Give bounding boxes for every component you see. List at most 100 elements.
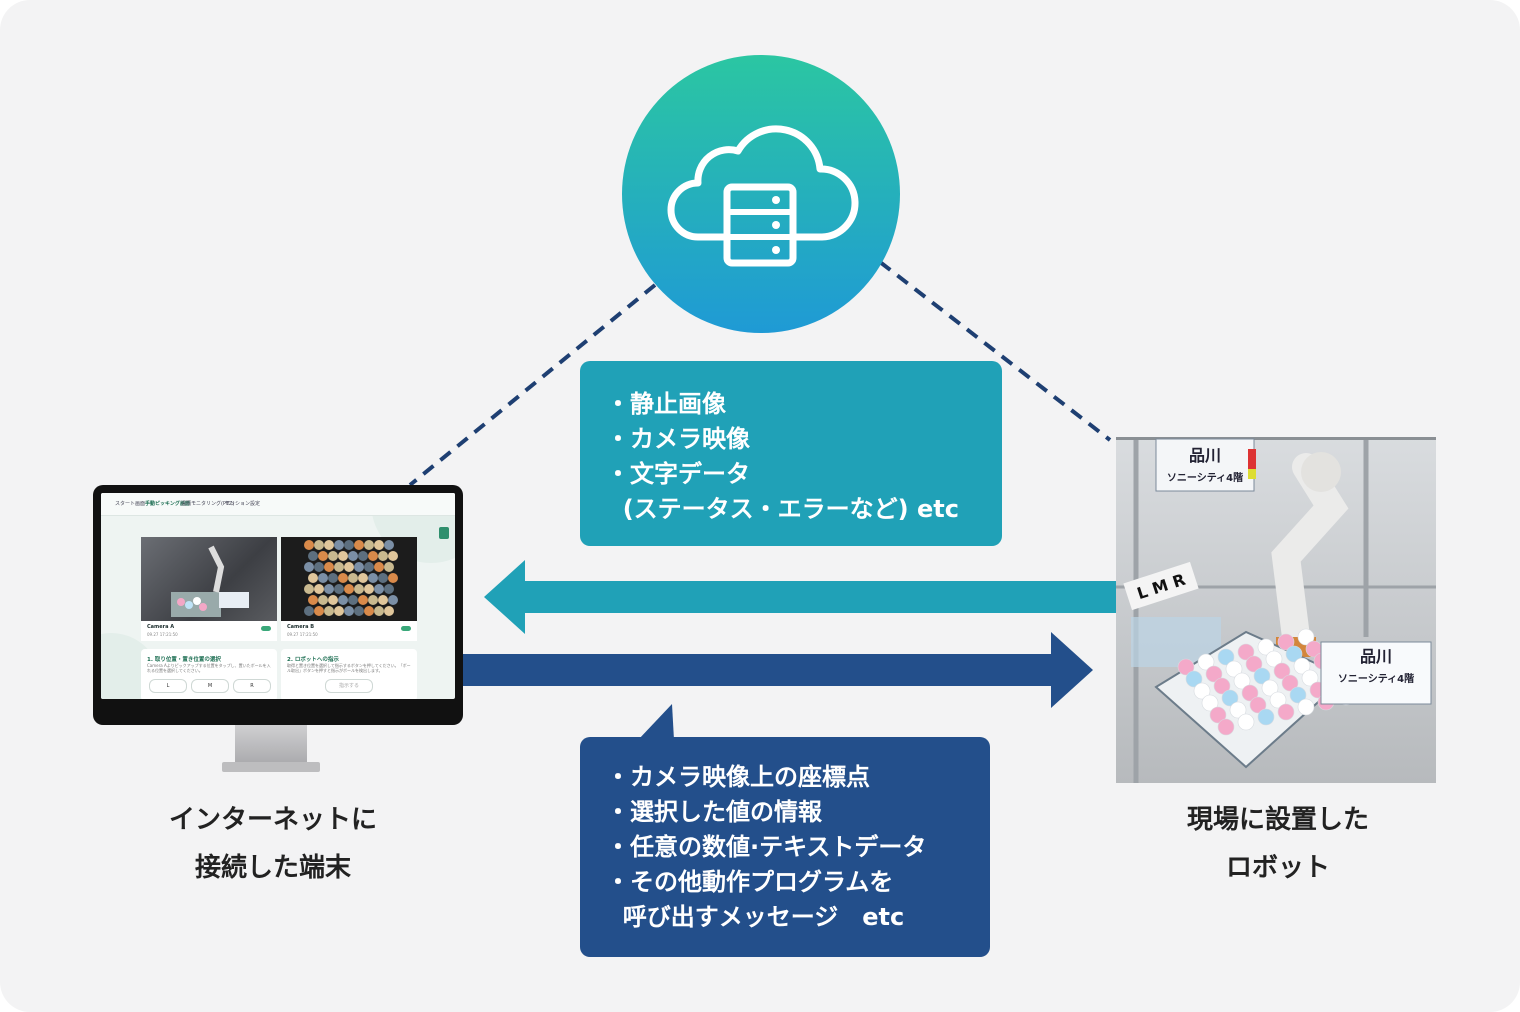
screen-tab[interactable]: セッション設定 <box>225 501 261 507</box>
ball-mark <box>348 551 358 561</box>
ball-mark <box>1273 662 1291 680</box>
ball-mark <box>314 540 324 550</box>
instruct-button[interactable]: 指示する <box>325 679 373 693</box>
position-l-button[interactable]: L <box>149 679 187 693</box>
ball-mark <box>1201 694 1219 712</box>
ball-mark <box>1253 667 1271 685</box>
ball-mark <box>1193 682 1211 700</box>
ball-mark <box>368 595 378 605</box>
robot-instruction-panel: 2. ロボットへの指示 取得と置き位置を選択して指示するボタンを押してください。… <box>281 649 417 699</box>
position-r-button[interactable]: R <box>233 679 271 693</box>
ball-mark <box>338 551 348 561</box>
ball-mark <box>374 540 384 550</box>
ball-mark <box>334 606 344 616</box>
ball-mark <box>1297 628 1315 646</box>
camera-b-view[interactable] <box>281 537 417 621</box>
ball-mark <box>308 551 318 561</box>
position-m-button[interactable]: M <box>191 679 229 693</box>
ball-mark <box>1241 684 1259 702</box>
ball-mark <box>364 606 374 616</box>
panel-title: 2. ロボットへの指示 <box>287 657 339 663</box>
ball-mark <box>304 584 314 594</box>
ball-mark <box>348 573 358 583</box>
ball-mark <box>1217 648 1235 666</box>
ball-mark <box>374 584 384 594</box>
camera-b-toggle[interactable] <box>401 626 411 631</box>
ball-mark <box>374 562 384 572</box>
robot-scene: 品川 ソニーシティ4階 L M R 品川 ソニーシティ4階 <box>1116 437 1436 783</box>
camera-b-name: Camera B <box>287 624 315 630</box>
camera-a-time: 09.27 17:21:50 <box>147 632 178 637</box>
ball-mark <box>1217 718 1235 736</box>
terminal-label: インターネットに 接続した端末 <box>93 796 453 892</box>
clipboard-icon[interactable] <box>439 527 449 539</box>
ball-mark <box>354 562 364 572</box>
ball-mark <box>364 540 374 550</box>
ball-mark <box>1177 658 1195 676</box>
panel-title: 1. 取り位置・置き位置の選択 <box>147 657 221 663</box>
screen-tab[interactable]: 遠隔モニタリング(PTZ) <box>181 501 235 507</box>
ball-pit <box>1177 628 1355 736</box>
ball-mark <box>344 562 354 572</box>
camera-b-caption: Camera B 09.27 17:21:50 <box>281 621 417 641</box>
ball-mark <box>338 573 348 583</box>
ball-mark <box>1261 679 1279 697</box>
dashed-line-right <box>878 260 1112 442</box>
robot-label-line2: ロボット <box>1225 853 1330 883</box>
sign-right-sub: ソニーシティ4階 <box>1338 672 1414 685</box>
ball-mark <box>354 606 364 616</box>
camera-a-caption: Camera A 09.27 17:21:50 <box>141 621 277 641</box>
ball-mark <box>384 606 394 616</box>
ball-mark <box>1185 670 1203 688</box>
upstream-item: ・選択した値の情報 <box>606 798 822 826</box>
downstream-item: ・カメラ映像 <box>606 425 750 453</box>
ball-mark <box>384 584 394 594</box>
ball-mark <box>304 606 314 616</box>
ball-mark <box>344 540 354 550</box>
upstream-data-box: ・カメラ映像上の座標点 ・選択した値の情報 ・任意の数値·テキストデータ ・その… <box>580 737 990 957</box>
ball-mark <box>1233 672 1251 690</box>
ball-mark <box>358 595 368 605</box>
ball-mark <box>1249 696 1267 714</box>
ball-mark <box>314 562 324 572</box>
sign-top-title: 品川 <box>1189 446 1221 465</box>
ball-mark <box>314 606 324 616</box>
ball-mark <box>328 551 338 561</box>
camera-b-time: 09.27 17:21:50 <box>287 632 318 637</box>
ball-mark <box>328 573 338 583</box>
ball-mark <box>388 595 398 605</box>
ball-mark <box>308 595 318 605</box>
upstream-item: ・その他動作プログラムを <box>606 868 894 896</box>
upstream-item: 呼び出すメッセージ etc <box>606 903 905 931</box>
screen-tab-active[interactable]: 手動ピッキング画面 <box>145 501 190 507</box>
ball-mark <box>1265 650 1283 668</box>
ball-mark <box>338 595 348 605</box>
ball-mark <box>344 606 354 616</box>
ball-mark <box>1285 645 1303 663</box>
ball-mark <box>364 584 374 594</box>
ball-mark <box>314 584 324 594</box>
ball-mark <box>1257 638 1275 656</box>
downstream-item: (ステータス・エラーなど) etc <box>606 495 959 523</box>
ball-mark <box>388 573 398 583</box>
camera-a-toggle[interactable] <box>261 626 271 631</box>
sign-top-sub: ソニーシティ4階 <box>1167 471 1243 484</box>
ball-mark <box>378 551 388 561</box>
screen-tab-bar: スタート画面 手動ピッキング画面 遠隔モニタリング(PTZ) セッション設定 <box>101 493 455 516</box>
ball-mark <box>354 584 364 594</box>
panel-text: Camera Aよりピックアップする位置をタップし、置いたボールを入れる位置を選… <box>147 663 271 673</box>
dashed-line-left <box>408 283 657 487</box>
downstream-item: ・文字データ <box>606 460 750 488</box>
ball-mark <box>1213 677 1231 695</box>
monitor-stand <box>235 725 307 765</box>
cloud-server <box>622 55 900 333</box>
ball-mark <box>324 606 334 616</box>
ball-mark <box>1293 657 1311 675</box>
screen-tab[interactable]: スタート画面 <box>115 501 146 507</box>
downstream-item: ・静止画像 <box>606 390 726 418</box>
ball-mark <box>388 551 398 561</box>
robot-label: 現場に設置した ロボット <box>1098 796 1458 892</box>
camera-a-view[interactable] <box>141 537 277 621</box>
